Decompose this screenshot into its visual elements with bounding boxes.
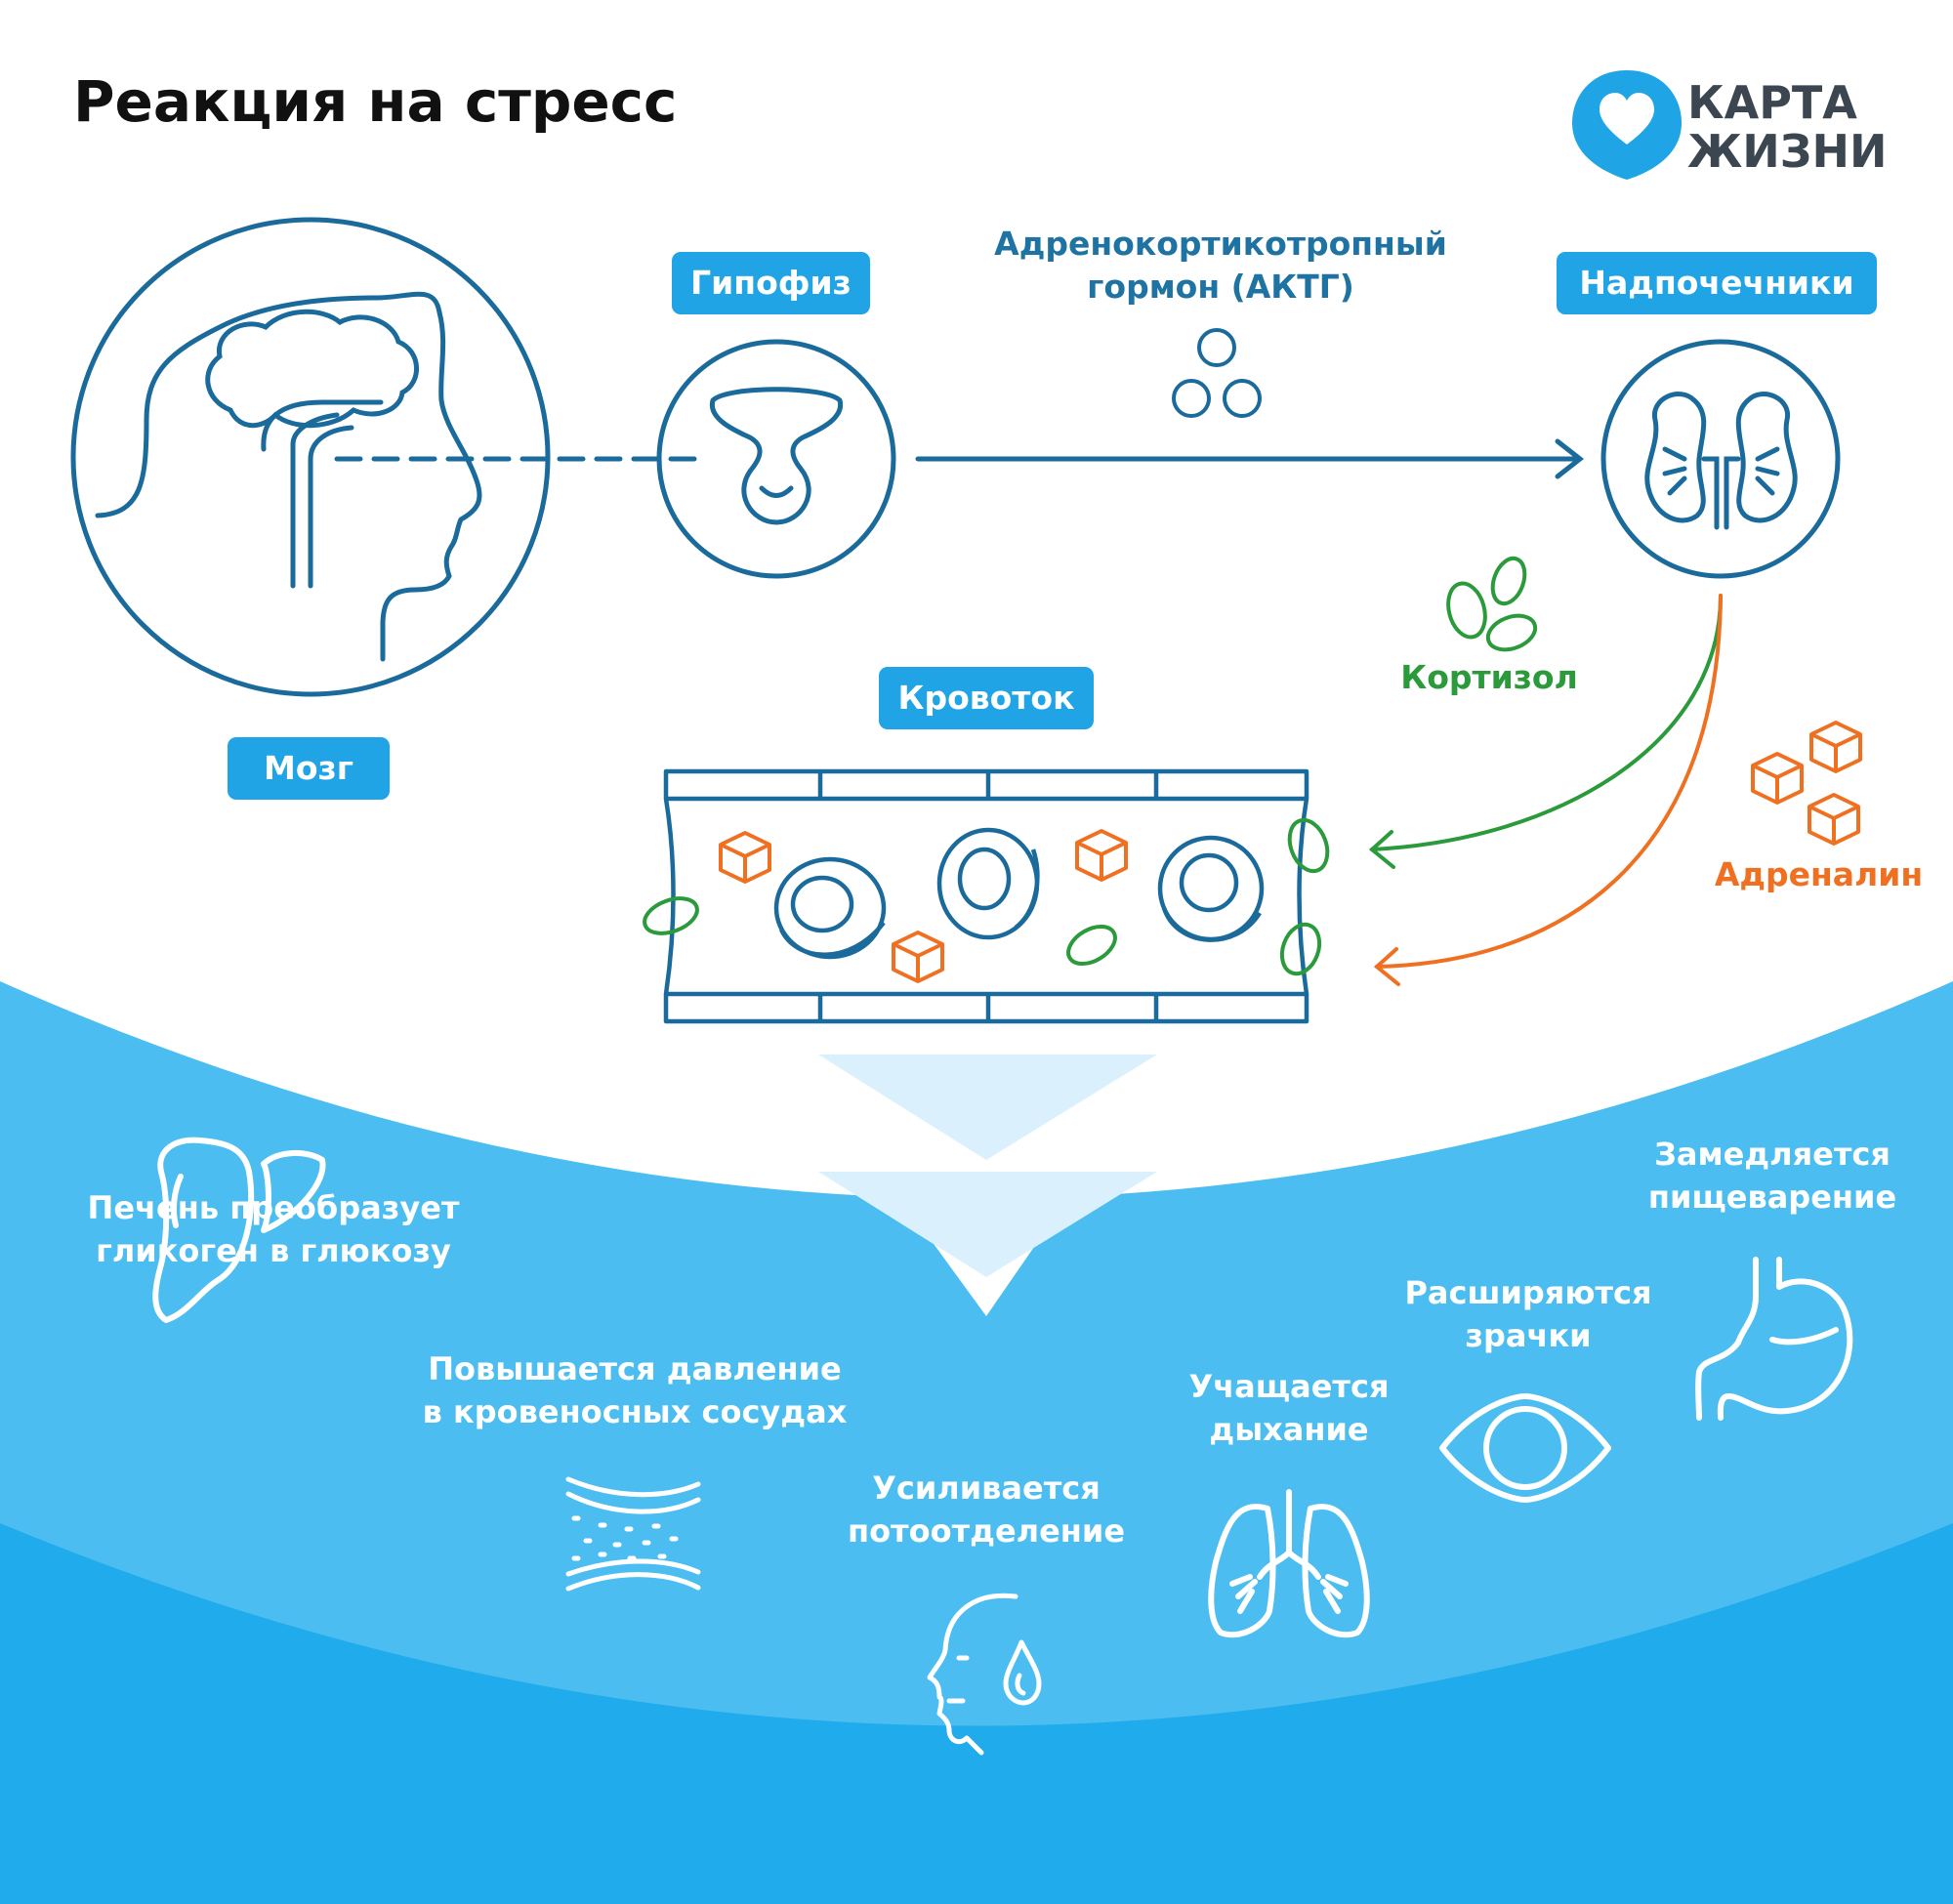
effect-breath-text: Учащается дыхание — [1143, 1365, 1435, 1451]
acth-arrow — [915, 438, 1585, 479]
brain-head-icon — [70, 217, 698, 697]
bloodstream-vessel-icon — [663, 768, 1309, 1024]
pituitary-icon — [656, 339, 896, 579]
cortisol-arrowhead — [1368, 830, 1395, 869]
funnel-triangle-lower — [818, 1172, 1157, 1277]
effect-sweat-line2: потоотделение — [847, 1512, 1126, 1550]
effect-pressure-text: Повышается давление в кровеносных сосуда… — [391, 1347, 879, 1433]
brain-label: Мозг — [228, 737, 390, 800]
adrenaline-molecule-icon — [1751, 721, 1862, 846]
bloodstream-label: Кровоток — [879, 667, 1094, 729]
effect-sweat-line1: Усиливается — [872, 1469, 1101, 1507]
sweat-face-icon — [927, 1593, 1042, 1756]
effect-sweat-text: Усиливается потоотделение — [810, 1467, 1162, 1552]
bottom-deep-wave — [0, 1523, 1953, 1904]
bottom-light-wave — [0, 981, 1953, 1904]
effect-digest-line1: Замедляется — [1654, 1136, 1891, 1173]
page-title: Реакция на стресс — [73, 68, 678, 135]
effect-pressure-line2: в кровеносных сосудах — [422, 1393, 848, 1430]
effect-breath-line1: Учащается — [1188, 1368, 1390, 1405]
effect-digest-text: Замедляется пищеварение — [1626, 1133, 1919, 1219]
logo-text: КАРТА ЖИЗНИ — [1687, 78, 1887, 176]
lungs-icon — [1208, 1489, 1370, 1638]
adrenaline-arrow — [1375, 594, 1723, 969]
effect-liver-line2: гликоген в глюкозу — [96, 1232, 451, 1269]
stomach-icon — [1695, 1257, 1853, 1421]
cortisol-label: Кортизол — [1400, 658, 1578, 696]
cortisol-arrow — [1370, 594, 1723, 851]
effect-pupils-text: Расширяются зрачки — [1382, 1271, 1675, 1357]
effect-pupils-line2: зрачки — [1465, 1317, 1592, 1354]
adrenaline-arrowhead — [1373, 947, 1400, 986]
logo-line1: КАРТА — [1687, 76, 1857, 129]
effect-liver-text: Печень преобразует гликоген в глюкозу — [29, 1186, 518, 1272]
acth-label: Адренокортикотропный гормон (АКТГ) — [947, 223, 1494, 309]
funnel-triangle-upper — [818, 1055, 1157, 1160]
effect-pressure-line1: Повышается давление — [428, 1350, 842, 1387]
blood-cells-icon — [773, 827, 1265, 960]
acth-molecule-icon — [1172, 328, 1262, 418]
effect-breath-line2: дыхание — [1209, 1411, 1369, 1448]
effect-digest-line2: пищеварение — [1647, 1179, 1897, 1216]
effect-pupils-line1: Расширяются — [1404, 1274, 1652, 1311]
vessel-adrenaline-molecules — [719, 829, 1128, 983]
adrenals-label: Надпочечники — [1557, 252, 1877, 314]
cortisol-molecule-icon — [1446, 556, 1538, 652]
eye-icon — [1439, 1393, 1611, 1503]
vessel-cortisol-molecules — [643, 817, 1330, 976]
liver-icon — [152, 1137, 326, 1323]
logo-line2: ЖИЗНИ — [1687, 125, 1888, 178]
adrenals-kidneys-icon — [1600, 339, 1841, 579]
acth-label-line1: Адренокортикотропный — [994, 225, 1447, 263]
acth-label-line2: гормон (АКТГ) — [1087, 268, 1354, 306]
adrenaline-label: Адреналин — [1714, 855, 1924, 893]
logo-heart-icon — [1572, 70, 1682, 180]
blood-vessel-pressure-icon — [565, 1476, 701, 1592]
effect-liver-line1: Печень преобразует — [87, 1189, 460, 1226]
pituitary-label: Гипофиз — [672, 252, 870, 314]
